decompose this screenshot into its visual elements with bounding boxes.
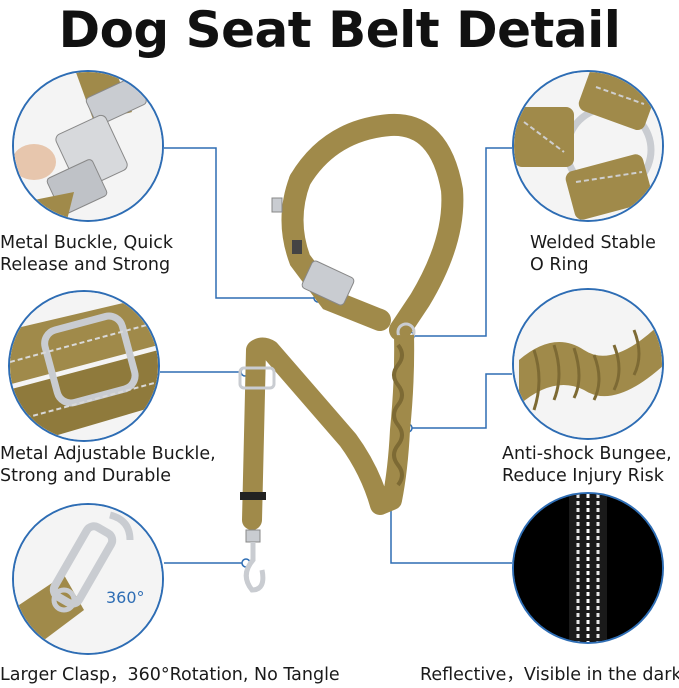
- caption-clasp: Larger Clasp，360°Rotation, No Tangle: [0, 664, 340, 686]
- caption-line: Metal Adjustable Buckle,: [0, 444, 216, 464]
- page-title: Dog Seat Belt Detail: [58, 1, 621, 59]
- caption-o-ring: Welded Stable O Ring: [530, 232, 656, 276]
- caption-line: Anti-shock Bungee,: [502, 444, 672, 464]
- caption-line: Reduce Injury Risk: [502, 466, 664, 486]
- o-ring-detail-circle: [512, 70, 664, 222]
- clasp-detail-circle: [12, 503, 164, 655]
- caption-line: O Ring: [530, 255, 589, 275]
- caption-line: Larger Clasp，360°Rotation, No Tangle: [0, 665, 340, 685]
- caption-line: Metal Buckle, Quick: [0, 233, 173, 253]
- caption-line: Reflective，Visible in the dark: [420, 665, 679, 685]
- buckle-detail-circle: [12, 70, 164, 222]
- bungee-detail-circle: [512, 288, 664, 440]
- reflective-detail-circle: [512, 492, 664, 644]
- caption-line: Release and Strong: [0, 255, 171, 275]
- caption-metal-buckle: Metal Buckle, Quick Release and Strong: [0, 232, 173, 276]
- adjustable-buckle-detail-circle: [8, 290, 160, 442]
- caption-bungee: Anti-shock Bungee, Reduce Injury Risk: [502, 443, 672, 487]
- caption-adjustable-buckle: Metal Adjustable Buckle, Strong and Dura…: [0, 443, 216, 487]
- caption-reflective: Reflective，Visible in the dark: [420, 664, 679, 686]
- caption-line: Welded Stable: [530, 233, 656, 253]
- rotation-badge: 360°: [106, 588, 145, 607]
- caption-line: Strong and Durable: [0, 466, 171, 486]
